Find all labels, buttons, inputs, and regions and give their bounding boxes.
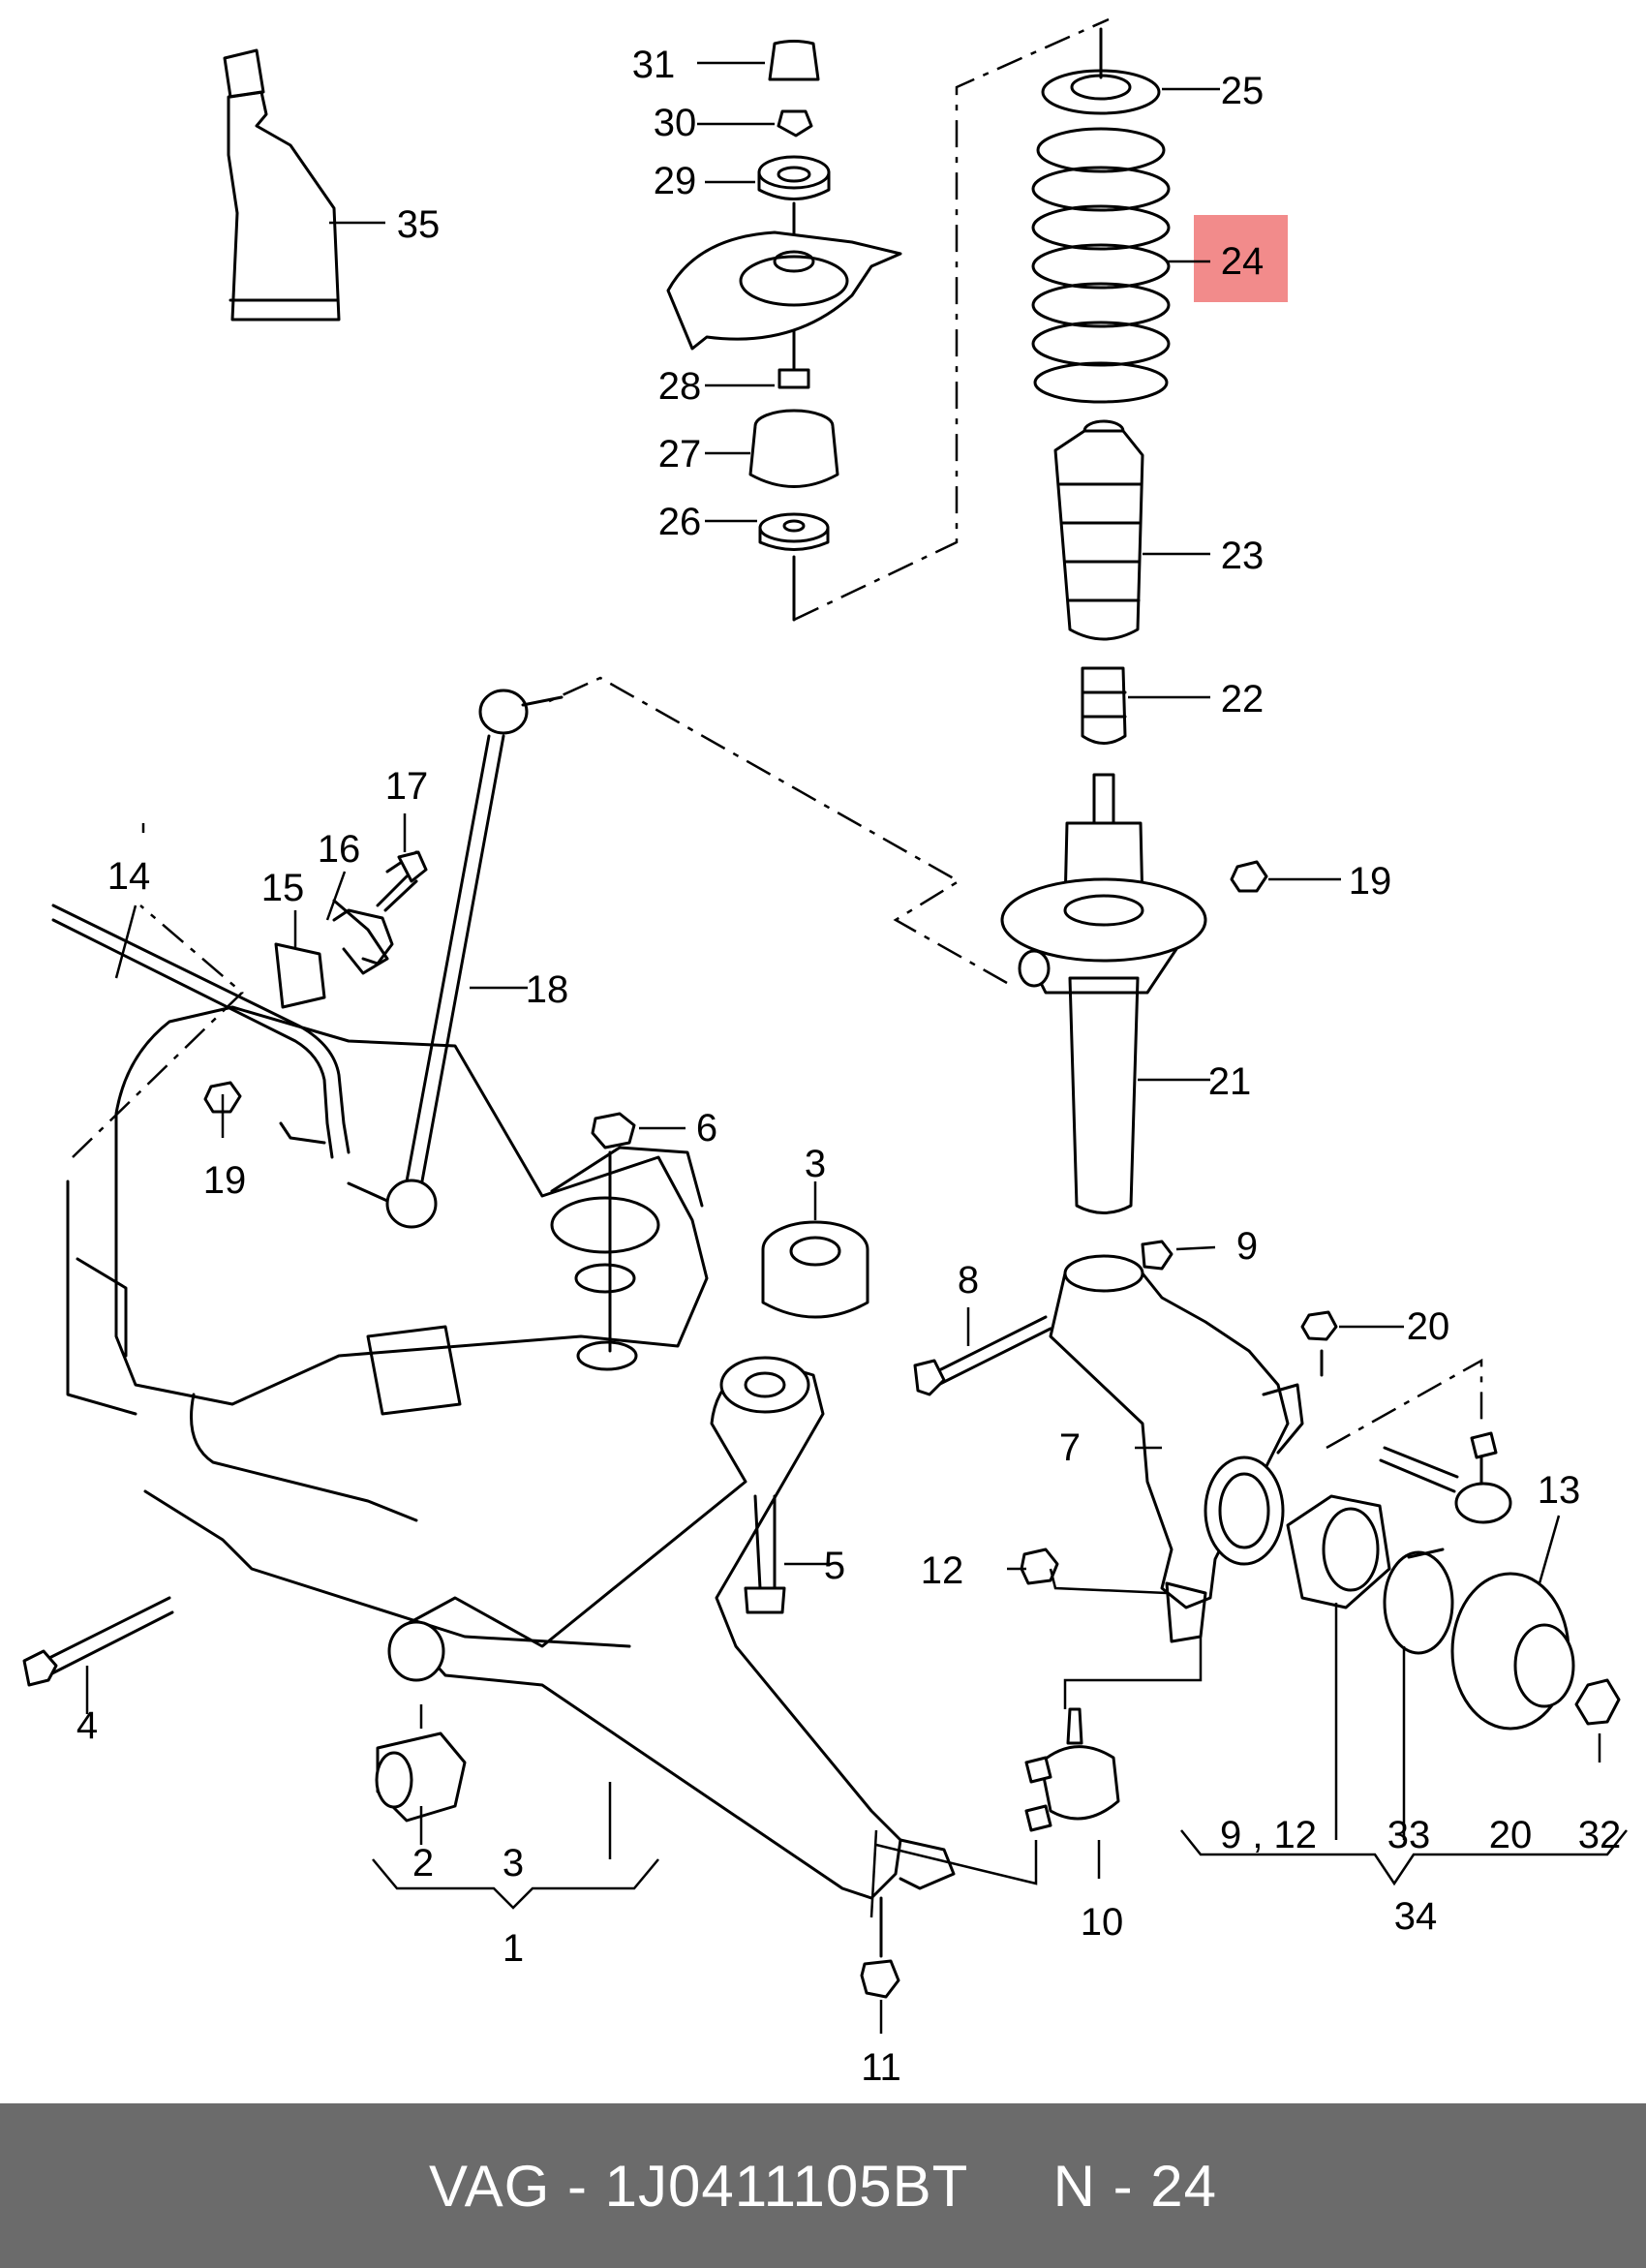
steering-knuckle-7 bbox=[1049, 1254, 1304, 1643]
bushing-2 bbox=[375, 1732, 467, 1823]
wheel-bearing bbox=[1286, 1494, 1454, 1655]
tie-rod-end bbox=[1379, 1431, 1512, 1524]
callout-13: 13 bbox=[1538, 1469, 1581, 1512]
callout-14: 14 bbox=[107, 855, 151, 898]
bolt-5 bbox=[744, 1494, 786, 1614]
callout-22: 22 bbox=[1221, 678, 1265, 720]
callout-16: 16 bbox=[318, 828, 361, 871]
callout-32: 32 bbox=[1578, 1814, 1622, 1856]
callout-28: 28 bbox=[658, 365, 702, 408]
callout-34: 34 bbox=[1394, 1895, 1438, 1938]
nut-6 bbox=[591, 1112, 636, 1353]
callout-35: 35 bbox=[397, 203, 441, 246]
callout-29: 29 bbox=[654, 160, 697, 202]
callout-19-right: 19 bbox=[1349, 860, 1392, 903]
hub-13 bbox=[1450, 1572, 1621, 1731]
callout-19-left: 19 bbox=[203, 1159, 247, 1202]
stabilizer-bar-14 bbox=[51, 850, 418, 1159]
bushing-3 bbox=[761, 1220, 869, 1319]
strut-21 bbox=[1000, 773, 1207, 1214]
callout-5: 5 bbox=[824, 1545, 845, 1587]
callout-8: 8 bbox=[958, 1259, 979, 1302]
callout-11: 11 bbox=[861, 2046, 901, 2089]
suspension-exploded-diagram: 31 30 29 28 27 26 35 25 24 23 22 19 21 1… bbox=[22, 17, 1628, 2089]
top-mount-stack bbox=[666, 40, 902, 622]
callout-21: 21 bbox=[1208, 1060, 1252, 1103]
callout-20-top: 20 bbox=[1407, 1305, 1450, 1348]
nut-9 bbox=[1141, 1240, 1174, 1271]
callout-27: 27 bbox=[658, 433, 702, 475]
callout-9: 9 bbox=[1236, 1225, 1258, 1268]
bolt-4 bbox=[22, 1596, 174, 1687]
callout-15: 15 bbox=[261, 867, 305, 909]
callout-10: 10 bbox=[1081, 1901, 1124, 1944]
callout-30: 30 bbox=[654, 102, 697, 144]
callout-3-top: 3 bbox=[805, 1143, 826, 1185]
callout-26: 26 bbox=[658, 501, 702, 543]
bolt-8 bbox=[913, 1315, 1052, 1396]
bracket-1 bbox=[372, 1858, 659, 1910]
callout-12: 12 bbox=[921, 1549, 964, 1592]
callout-31: 31 bbox=[632, 44, 676, 86]
callout-33: 33 bbox=[1387, 1814, 1431, 1856]
part-number-text: VAG - 1J0411105BT N - 24 bbox=[429, 2153, 1217, 2219]
callout-9-12: 9 , 12 bbox=[1220, 1814, 1317, 1856]
callout-3-bottom: 3 bbox=[503, 1842, 524, 1885]
callout-24: 24 bbox=[1221, 240, 1265, 283]
subframe bbox=[66, 1005, 709, 1648]
callout-18: 18 bbox=[526, 968, 569, 1011]
bump-stop-22 bbox=[1081, 666, 1127, 745]
callout-24-highlight bbox=[1194, 215, 1288, 302]
nut-11 bbox=[860, 1896, 900, 1999]
coil-spring bbox=[1031, 27, 1171, 404]
leader-lines bbox=[85, 61, 1601, 2034]
nut-19-right bbox=[1230, 860, 1268, 893]
callout-2: 2 bbox=[412, 1842, 434, 1885]
bolt-16-17 bbox=[332, 850, 428, 965]
dust-boot-23 bbox=[1053, 419, 1144, 641]
stabilizer-link-18 bbox=[347, 689, 564, 1229]
callout-7: 7 bbox=[1059, 1426, 1081, 1469]
part-number-footer: VAG - 1J0411105BT N - 24 bbox=[0, 2103, 1646, 2268]
nut-20 bbox=[1300, 1310, 1338, 1377]
control-arm-1 bbox=[387, 1356, 956, 1900]
bracket-34 bbox=[1180, 1829, 1628, 1886]
callout-23: 23 bbox=[1221, 535, 1265, 577]
callout-labels: 31 30 29 28 27 26 35 25 24 23 22 19 21 1… bbox=[76, 44, 1621, 2089]
callout-4: 4 bbox=[76, 1704, 98, 1747]
callout-25: 25 bbox=[1221, 70, 1265, 112]
callout-1: 1 bbox=[503, 1927, 524, 1970]
callout-20-bottom: 20 bbox=[1489, 1814, 1533, 1856]
callout-17: 17 bbox=[385, 765, 429, 808]
ball-joint-10 bbox=[1024, 1707, 1120, 1832]
grease-tube-35 bbox=[223, 48, 341, 322]
callout-6: 6 bbox=[696, 1107, 717, 1149]
